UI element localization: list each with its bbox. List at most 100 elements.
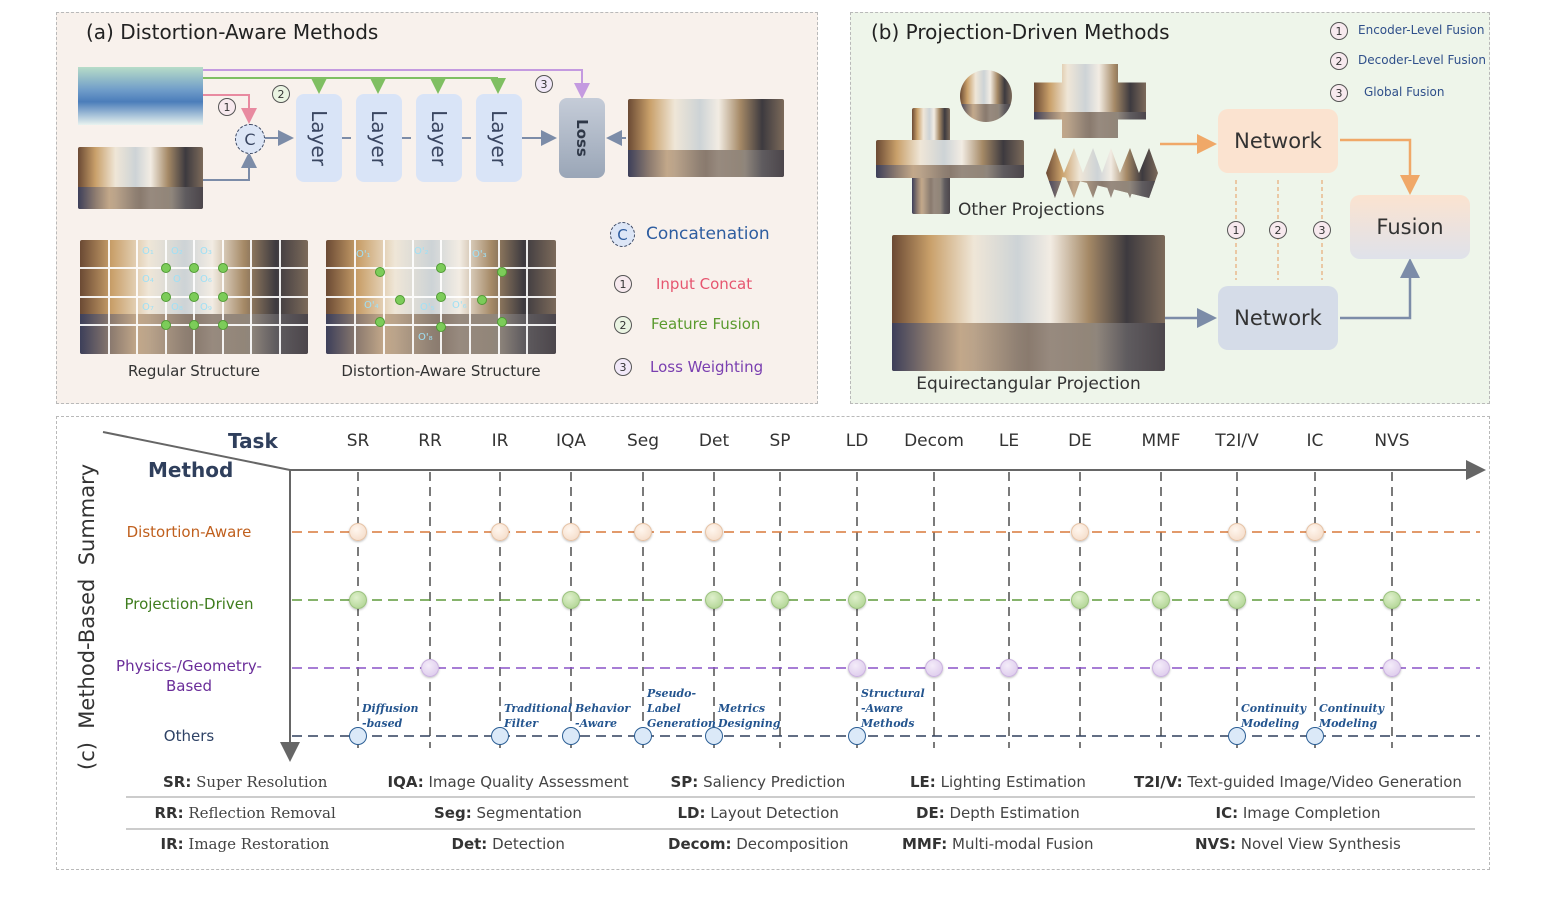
abbreviation-entry: MMF: Multi-modal Fusion	[902, 835, 1094, 853]
others-note: Continuity Modeling	[1319, 702, 1384, 730]
method-task-dot	[1383, 659, 1401, 677]
method-task-dot	[925, 659, 943, 677]
legend-encoder-fusion: Encoder-Level Fusion	[1358, 23, 1485, 37]
others-note: Pseudo- Label Generation	[647, 687, 716, 730]
method-task-dot	[349, 591, 367, 609]
loss-block: Loss	[559, 98, 605, 178]
svg-text:O: O	[173, 274, 181, 285]
method-label-pg: Physics-/Geometry- Based	[116, 657, 262, 695]
method-task-dot	[491, 523, 509, 541]
regular-structure-caption: Regular Structure	[127, 362, 261, 380]
task-label: MMF	[1141, 431, 1181, 451]
abbreviation-entry: IR: Image Restoration	[160, 835, 330, 853]
legend-b-num-3: 3	[1330, 84, 1348, 102]
method-label-ot: Others	[163, 727, 215, 745]
method-task-dot	[1152, 591, 1170, 609]
task-label: LE	[998, 431, 1020, 451]
method-task-dot	[1306, 727, 1324, 745]
abbreviation-entry: IC: Image Completion	[1215, 804, 1381, 822]
fisheye-projection	[960, 70, 1012, 122]
abbreviation-entry: SR: Super Resolution	[163, 773, 328, 791]
task-label: LD	[845, 431, 869, 451]
task-label: Seg	[626, 431, 660, 451]
svg-text:O'₆: O'₆	[452, 300, 467, 311]
network-layer: Layer	[296, 94, 342, 182]
abbreviation-entry: LE: Lighting Estimation	[910, 773, 1086, 791]
task-label: SP	[769, 431, 791, 451]
distortion-map	[78, 67, 203, 125]
method-task-dot	[1152, 659, 1170, 677]
task-label: IQA	[555, 431, 587, 451]
legend-concatenation: Concatenation	[646, 224, 770, 244]
method-label-pd: Projection-Driven	[124, 595, 254, 613]
svg-text:O₇: O₇	[142, 302, 154, 313]
method-task-dot	[705, 523, 723, 541]
method-task-dot	[1228, 523, 1246, 541]
method-task-dot	[421, 659, 439, 677]
task-label: RR	[418, 431, 442, 451]
svg-text:O'₁: O'₁	[356, 249, 371, 260]
method-task-dot	[634, 523, 652, 541]
others-note: Structural -Aware Methods	[861, 687, 925, 730]
method-header: Method	[148, 458, 234, 482]
method-task-dot	[1000, 659, 1018, 677]
network-layer: Layer	[356, 94, 402, 182]
abbreviation-entry: Seg: Segmentation	[434, 804, 582, 822]
method-task-dot	[562, 727, 580, 745]
task-label: T2I/V	[1215, 431, 1259, 451]
svg-text:O'₃: O'₃	[472, 249, 487, 260]
cubemap-horizontal	[876, 140, 1024, 178]
other-projections-label: Other Projections	[958, 200, 1105, 220]
svg-text:O'₄: O'₄	[364, 300, 379, 311]
network-layer: Layer	[476, 94, 522, 182]
target-panorama-image	[628, 99, 784, 177]
method-task-dot	[634, 727, 652, 745]
svg-text:O₈: O₈	[171, 302, 183, 313]
method-label-da: Distortion-Aware	[126, 523, 252, 541]
method-task-dot	[1228, 591, 1246, 609]
network-bottom: Network	[1218, 286, 1338, 350]
legend-global-fusion: Global Fusion	[1364, 85, 1445, 99]
legend-decoder-fusion: Decoder-Level Fusion	[1358, 53, 1486, 67]
svg-text:O'₅: O'₅	[420, 302, 435, 313]
legend-num-1: 1	[614, 275, 632, 293]
abbreviation-entry: Det: Detection	[451, 835, 565, 853]
legend-num-2: 2	[614, 316, 632, 334]
method-task-dot	[1228, 727, 1246, 745]
task-label: Decom	[904, 431, 964, 451]
marker-global: 3	[1313, 221, 1331, 239]
method-task-dot	[1383, 591, 1401, 609]
network-layer: Layer	[416, 94, 462, 182]
distortion-structure-caption: Distortion-Aware Structure	[341, 362, 541, 380]
legend-b-num-1: 1	[1330, 22, 1348, 40]
task-label: IC	[1306, 431, 1324, 451]
svg-text:O₆: O₆	[200, 274, 212, 285]
method-task-dot	[562, 523, 580, 541]
panel-method-summary	[56, 416, 1490, 870]
abbreviation-entry: RR: Reflection Removal	[154, 804, 336, 822]
abbreviation-entry: SP: Saliency Prediction	[670, 773, 846, 791]
method-task-dot	[562, 591, 580, 609]
marker-decoder-level: 2	[1269, 221, 1287, 239]
method-task-dot	[705, 591, 723, 609]
erp-label: Equirectangular Projection	[916, 374, 1141, 394]
abbreviation-entry: LD: Layout Detection	[677, 804, 839, 822]
others-note: Metrics Designing	[718, 702, 781, 730]
legend-input-concat: Input Concat	[656, 275, 753, 293]
task-label: DE	[1068, 431, 1092, 451]
equirectangular-image	[892, 235, 1165, 371]
others-note: Continuity Modeling	[1241, 702, 1306, 730]
method-task-dot	[349, 727, 367, 745]
svg-text:O₁: O₁	[142, 246, 154, 257]
task-header: Task	[228, 429, 278, 453]
abbreviation-entry: DE: Depth Estimation	[916, 804, 1080, 822]
fusion-block: Fusion	[1350, 195, 1470, 259]
network-top: Network	[1218, 109, 1338, 173]
task-label: SR	[346, 431, 370, 451]
marker-loss-weighting: 3	[535, 75, 553, 93]
method-task-dot	[1071, 591, 1089, 609]
method-task-dot	[1071, 523, 1089, 541]
